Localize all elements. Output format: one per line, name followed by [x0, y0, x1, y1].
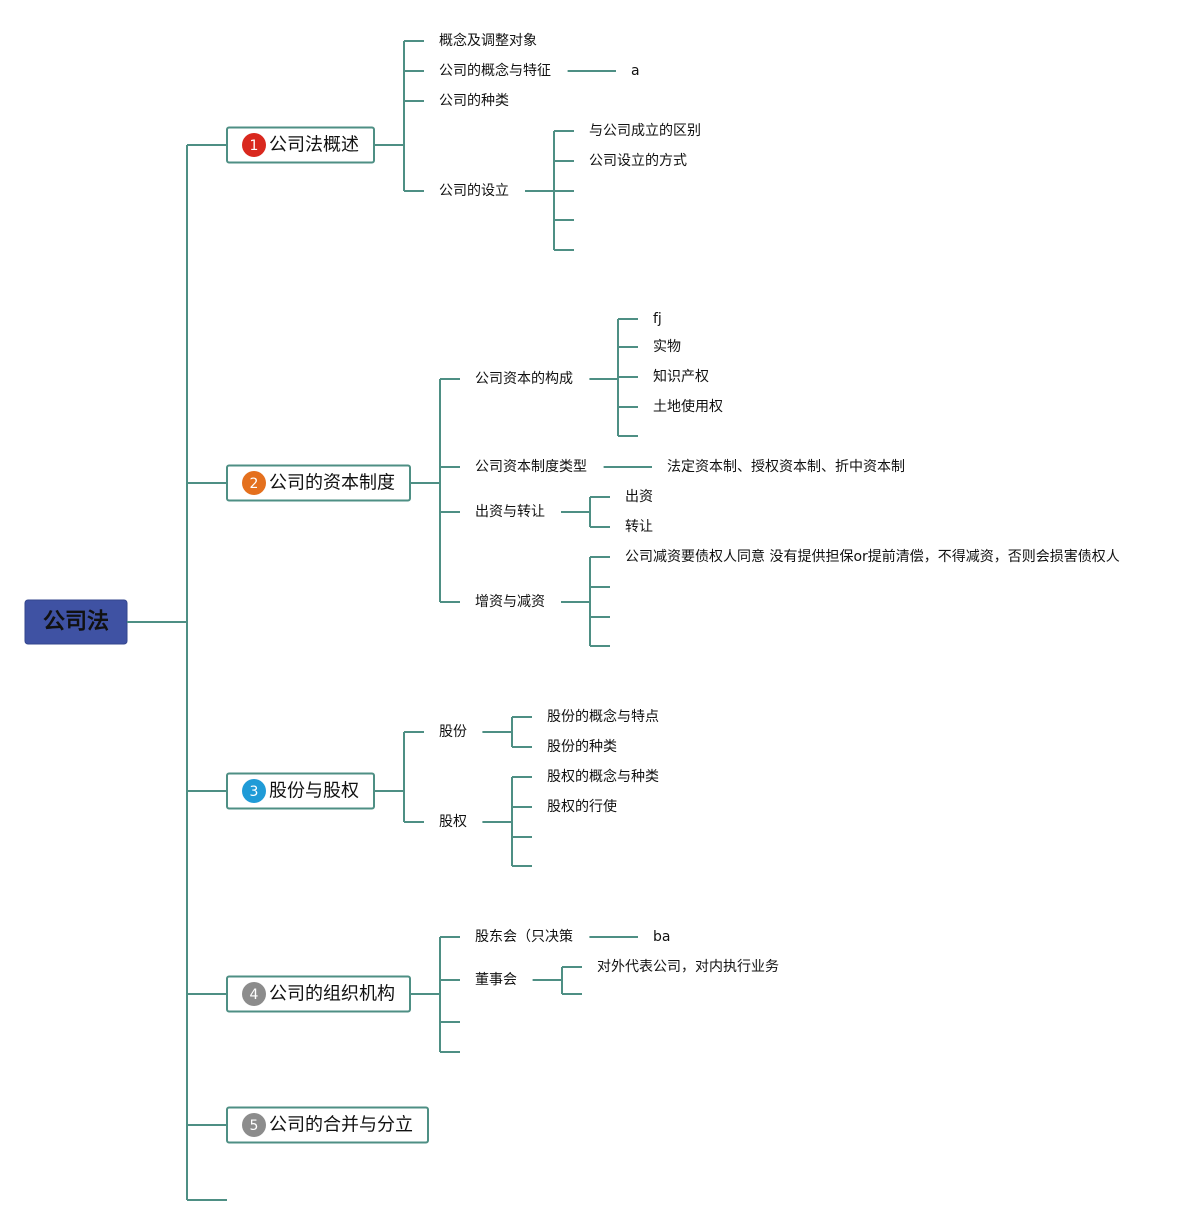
grandchild-topic-label: 法定资本制、授权资本制、折中资本制: [667, 459, 905, 475]
number-badge-label: 5: [250, 1118, 259, 1134]
grandchild-topic-label: 土地使用权: [653, 398, 723, 415]
grandchild-topic-label: 知识产权: [653, 368, 709, 385]
child-topic-label: 股权: [439, 814, 467, 830]
grandchild-topic-label: 公司减资要债权人同意 没有提供担保or提前清偿，不得减资，否则会损害债权人: [625, 548, 1120, 565]
branch-node-label: 公司法概述: [269, 135, 359, 156]
grandchild-topic-label: 股份的种类: [547, 739, 617, 755]
grandchild-topic-label: 股权的概念与种类: [547, 768, 659, 785]
number-badge-icon: [242, 1113, 266, 1137]
branch-node-5[interactable]: 5 公司的合并与分立: [226, 1106, 429, 1144]
grandchild-topic-label: 公司设立的方式: [589, 153, 687, 169]
child-topic-label: 股东会（只决策: [475, 928, 573, 945]
number-badge-icon: [242, 779, 266, 803]
branch-node-1[interactable]: 1 公司法概述: [226, 126, 375, 164]
child-topic-label: 公司的设立: [439, 183, 509, 199]
grandchild-topic-label: 实物: [653, 339, 681, 355]
branch-node-box: [226, 1106, 429, 1144]
number-badge-label: 4: [250, 987, 259, 1003]
child-topic-label: 公司资本的构成: [475, 371, 573, 387]
child-topic-label: 公司资本制度类型: [475, 459, 587, 475]
grandchild-topic-label: 与公司成立的区别: [589, 123, 701, 139]
number-badge-icon: [242, 982, 266, 1006]
child-topic-label: 公司的种类: [439, 93, 509, 109]
number-badge-icon: [242, 471, 266, 495]
grandchild-topic-label: 股份的概念与特点: [547, 708, 659, 725]
child-topic-label: 公司的概念与特征: [439, 62, 551, 79]
branch-node-4[interactable]: 4 公司的组织机构: [226, 975, 411, 1013]
number-badge-label: 1: [250, 138, 259, 154]
grandchild-topic-label: 对外代表公司，对内执行业务: [597, 959, 779, 975]
branch-node-label: 公司的合并与分立: [269, 1115, 413, 1136]
branch-node-label: 公司的资本制度: [269, 473, 395, 494]
branch-node-2[interactable]: 2 公司的资本制度: [226, 464, 411, 502]
number-badge-icon: [242, 133, 266, 157]
child-topic-label: 董事会: [475, 972, 517, 988]
branch-node-label: 股份与股权: [269, 781, 359, 802]
child-topic-label: 出资与转让: [475, 504, 545, 520]
grandchild-topic-label: a: [631, 63, 640, 79]
branch-node-label: 公司的组织机构: [269, 984, 395, 1005]
grandchild-topic-label: fj: [653, 311, 662, 327]
root-node-label: 公司法: [43, 610, 109, 635]
child-topic-label: 概念及调整对象: [439, 32, 537, 49]
grandchild-topic-label: 股权的行使: [547, 798, 617, 815]
child-topic-label: 增资与减资: [475, 594, 545, 610]
child-topic-label: 股份: [439, 724, 467, 740]
grandchild-topic-label: 转让: [625, 519, 653, 535]
number-badge-label: 2: [250, 476, 259, 492]
number-badge-label: 3: [250, 784, 259, 800]
grandchild-topic-label: 出资: [625, 489, 653, 505]
branch-node-3[interactable]: 3 股份与股权: [226, 772, 375, 810]
grandchild-topic-label: ba: [653, 929, 670, 945]
